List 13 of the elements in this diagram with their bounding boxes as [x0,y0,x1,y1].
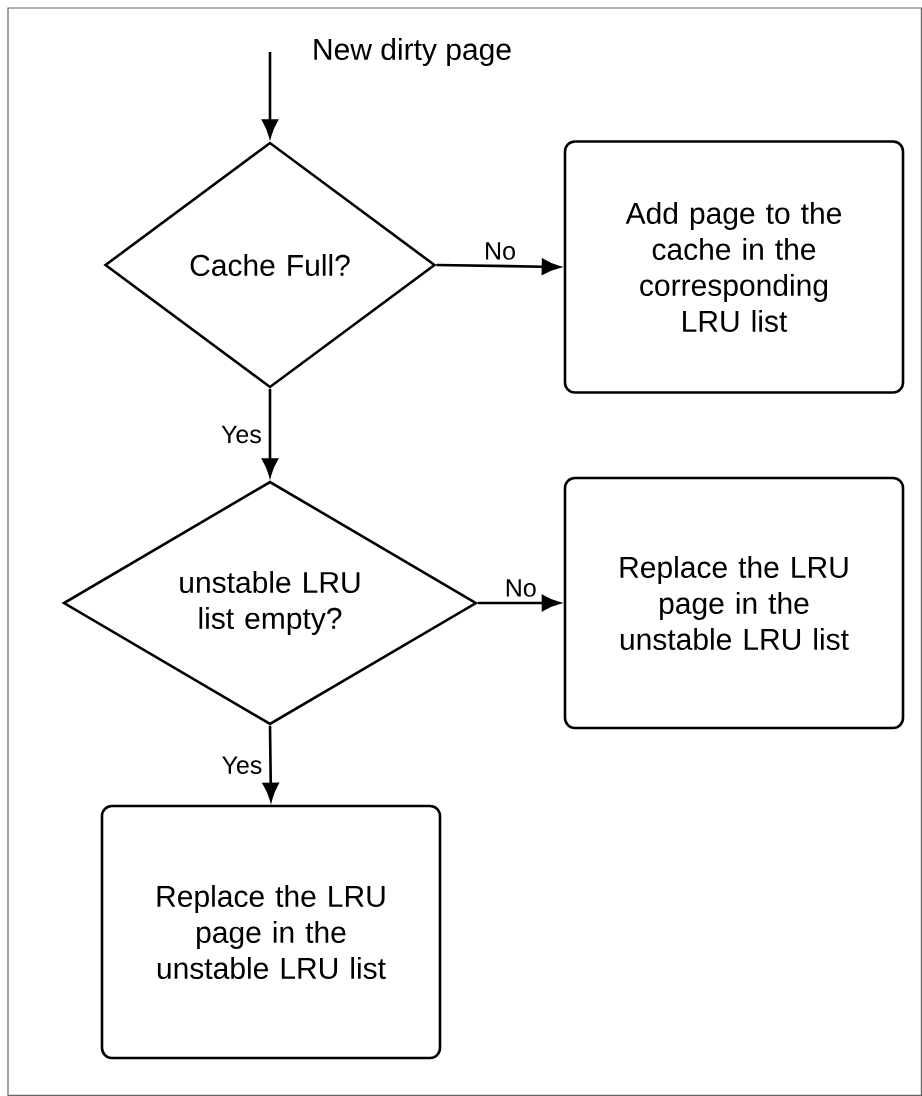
arrow [262,388,278,477]
edge-label: No [482,240,518,262]
edge-label: No [502,577,539,599]
arrow [262,52,278,138]
process-box: Replace the LRU page in the unstable LRU list [100,804,442,1060]
edge-label: Yes [219,754,265,776]
arrow [477,595,561,611]
arrow [262,725,279,802]
process-box: Replace the LRU page in the unstable LRU list [563,476,905,730]
start-label: New dirty page [314,38,511,66]
arrow [436,258,561,275]
edge-label: Yes [219,423,264,446]
process-box: Add page to the cache in the corresponding LRU list [563,140,905,394]
